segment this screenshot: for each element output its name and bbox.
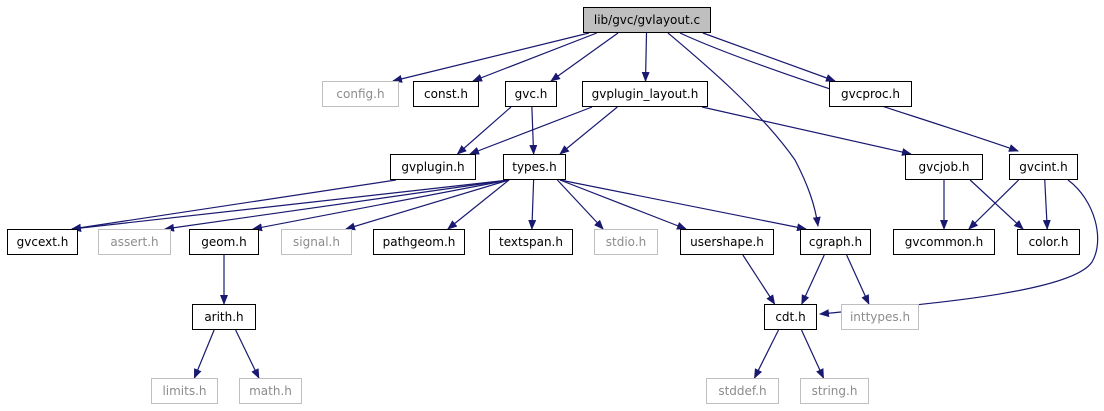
node-gvcjob-h[interactable]: gvcjob.h	[905, 154, 983, 180]
edge-gvcint-h-to-gvcommon-h	[968, 179, 1020, 230]
node-gvplugin-h[interactable]: gvplugin.h	[390, 154, 476, 180]
edge-gvlayout-c-to-gvplugin-layout-h	[641, 32, 650, 82]
node-arith-h[interactable]: arith.h	[192, 304, 256, 330]
node-gvlayout-c: lib/gvc/gvlayout.c	[583, 7, 711, 33]
edge-gvplugin-layout-h-to-gvplugin-h	[469, 106, 593, 155]
edge-cdt-h-to-string-h	[800, 329, 825, 379]
edge-cdt-h-to-stddef-h	[753, 329, 780, 379]
node-stddef-h: stddef.h	[706, 378, 779, 404]
edge-gvlayout-c-to-gvcproc-h	[702, 32, 836, 82]
edge-gvplugin-layout-h-to-types-h	[559, 106, 618, 155]
edge-usershape-h-to-cdt-h	[742, 254, 776, 305]
node-color-h[interactable]: color.h	[1017, 229, 1080, 255]
edge-types-h-to-gvcext-h	[71, 179, 510, 232]
edge-gvcjob-h-to-color-h	[969, 179, 1024, 230]
edge-types-h-to-textspan-h	[528, 179, 537, 230]
node-const-h[interactable]: const.h	[413, 81, 479, 107]
edge-types-h-to-usershape-h	[559, 179, 687, 230]
edge-gvplugin-h-to-gvcext-h	[71, 179, 397, 232]
edge-types-h-to-signal-h	[345, 179, 510, 231]
node-stdio-h: stdio.h	[594, 229, 658, 255]
node-cgraph-h[interactable]: cgraph.h	[800, 229, 871, 255]
node-gvcext-h[interactable]: gvcext.h	[7, 229, 78, 255]
edge-gvlayout-c-to-const-h	[472, 32, 597, 82]
node-cdt-h[interactable]: cdt.h	[764, 304, 817, 330]
node-textspan-h[interactable]: textspan.h	[489, 229, 573, 255]
edge-gvcint-h-to-color-h	[1042, 179, 1051, 230]
node-limits-h: limits.h	[151, 378, 218, 404]
edge-gvlayout-c-to-config-h	[392, 32, 590, 83]
edge-arith-h-to-limits-h	[193, 329, 215, 379]
edge-types-h-to-stdio-h	[556, 179, 604, 230]
node-usershape-h[interactable]: usershape.h	[680, 229, 774, 255]
node-config-h: config.h	[322, 81, 399, 107]
edge-gvc-h-to-types-h	[529, 106, 538, 155]
edge-gvplugin-layout-h-to-gvcjob-h	[701, 106, 912, 156]
edge-gvlayout-c-to-cgraph-h	[667, 32, 821, 227]
node-inttypes-h: inttypes.h	[841, 304, 919, 330]
node-types-h[interactable]: types.h	[503, 154, 566, 180]
node-pathgeom-h[interactable]: pathgeom.h	[373, 229, 465, 255]
node-signal-h: signal.h	[281, 229, 352, 255]
edge-types-h-to-pathgeom-h	[447, 179, 510, 230]
edge-types-h-to-geom-h	[252, 179, 510, 232]
edge-types-h-to-cgraph-h	[559, 179, 807, 232]
edge-types-h-to-assert-h	[164, 179, 510, 232]
node-string-h: string.h	[800, 378, 869, 404]
edge-gvlayout-c-to-gvc-h	[550, 32, 619, 82]
node-geom-h[interactable]: geom.h	[189, 229, 259, 255]
node-gvplugin-layout-h[interactable]: gvplugin_layout.h	[582, 81, 708, 107]
edge-gvc-h-to-gvplugin-h	[456, 106, 512, 155]
node-gvcproc-h[interactable]: gvcproc.h	[829, 81, 912, 107]
node-assert-h: assert.h	[98, 229, 171, 255]
node-gvc-h[interactable]: gvc.h	[505, 81, 557, 107]
node-gvcommon-h[interactable]: gvcommon.h	[893, 229, 995, 255]
node-gvcint-h[interactable]: gvcint.h	[1009, 154, 1078, 180]
edge-arith-h-to-math-h	[235, 329, 260, 379]
edge-cgraph-h-to-inttypes-h	[846, 254, 870, 305]
edge-cgraph-h-to-cdt-h	[801, 254, 825, 305]
node-math-h: math.h	[239, 378, 302, 404]
